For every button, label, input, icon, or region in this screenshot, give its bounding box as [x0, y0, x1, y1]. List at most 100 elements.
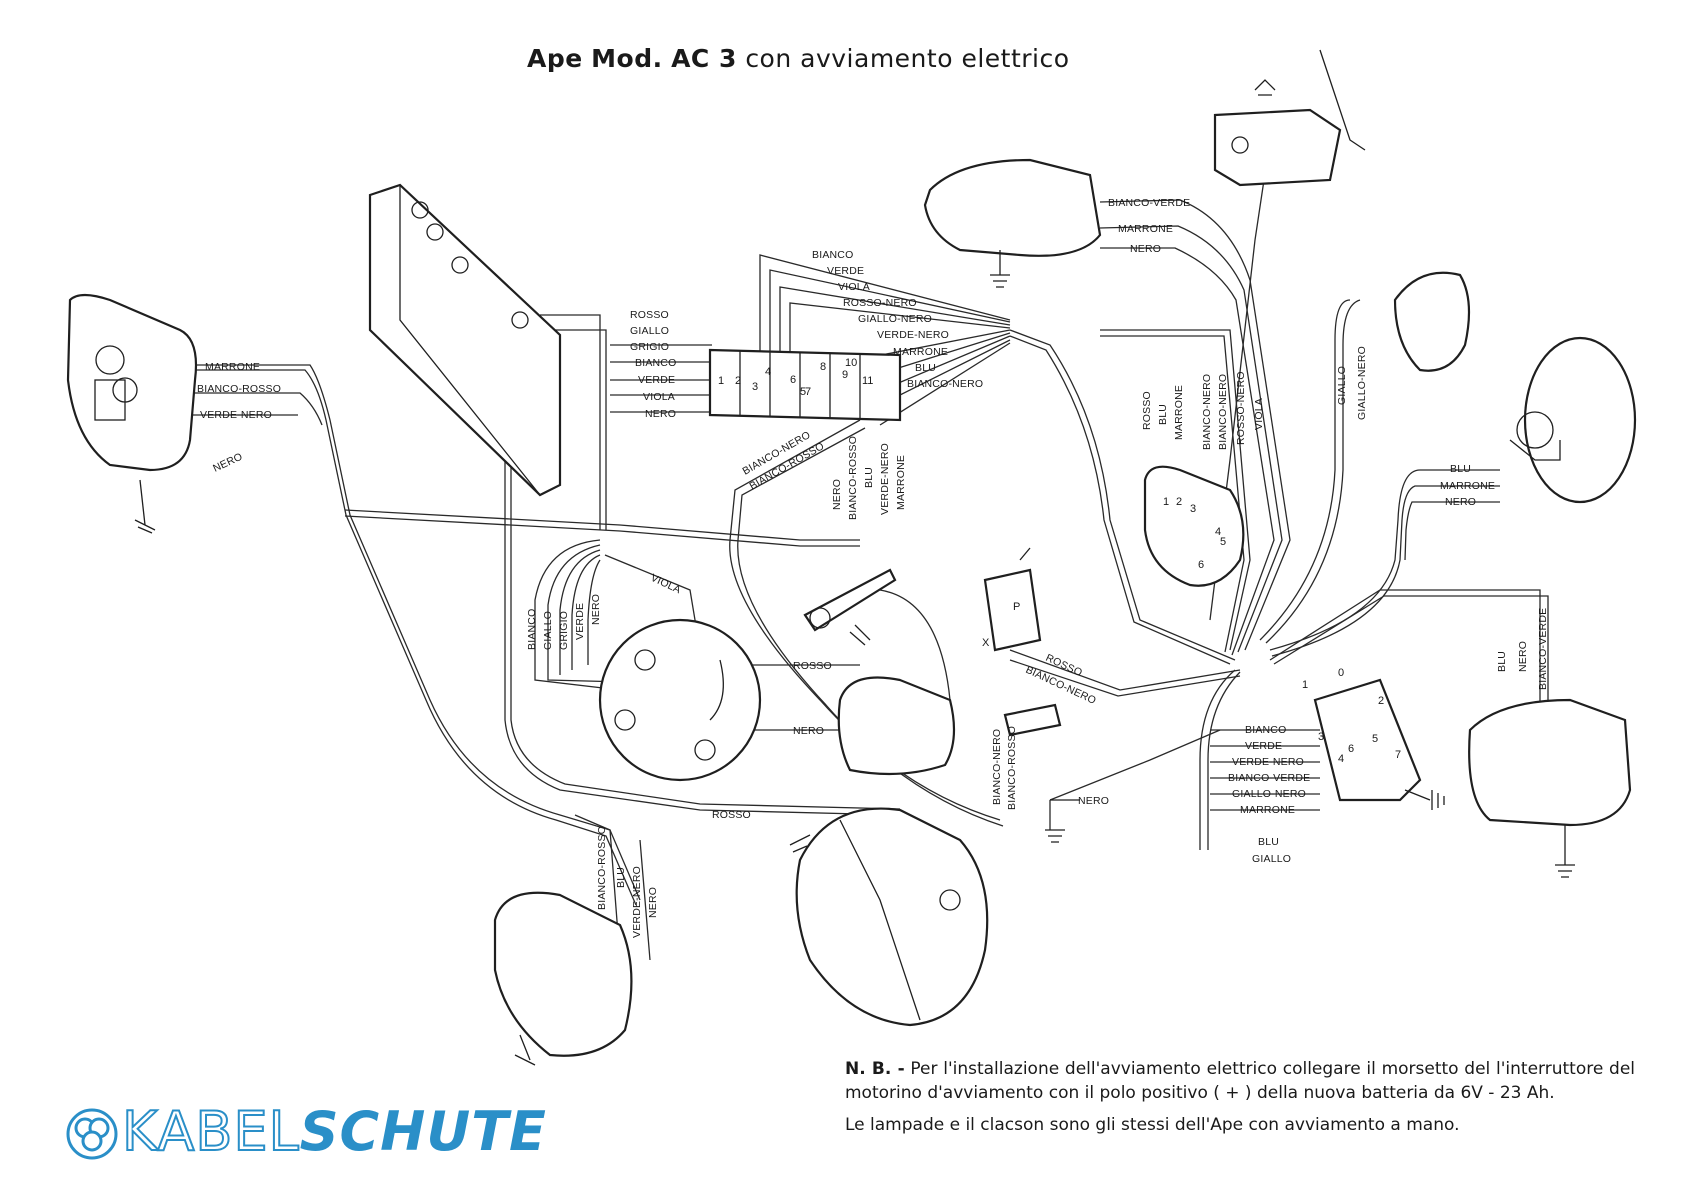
wire-label: BIANCO-ROSSO [596, 826, 608, 910]
battery [368, 183, 562, 497]
labels-ground: NERO [1078, 795, 1109, 807]
wire-label: BIANCO-ROSSO [197, 383, 281, 395]
terminal-number: 4 [765, 366, 771, 378]
labels-headlamp: BLU MARRONE NERO [1440, 463, 1495, 508]
wire-label: MARRONE [205, 361, 260, 373]
note-block: N. B. - Per l'installazione dell'avviame… [845, 1057, 1635, 1137]
wire-label: VERDE [574, 603, 586, 640]
wire-label: VERDE [638, 374, 675, 386]
note-paragraph-1: N. B. - Per l'installazione dell'avviame… [845, 1057, 1635, 1105]
terminal-number: 1 [1163, 496, 1169, 508]
terminal-number: 3 [1190, 503, 1196, 515]
wire-label: BLU [1496, 651, 1508, 672]
wire-label: GRIGIO [630, 341, 669, 353]
wire-label: BLU [1157, 404, 1169, 425]
wire-label: BIANCO-NERO [1201, 374, 1213, 450]
terminal-number: 5 [1220, 536, 1226, 548]
relay-terminal: P [1013, 601, 1020, 613]
terminal-number: 5 [1372, 733, 1378, 745]
labels-coil: ROSSO NERO [793, 660, 832, 737]
labels-junction-nums: 1 2 3 4 5 6 7 8 9 10 11 [718, 357, 873, 398]
labels-battery: ROSSO GIALLO GRIGIO BIANCO VERDE VIOLA N… [630, 309, 676, 420]
terminal-number: 2 [1378, 695, 1384, 707]
wire-label: VIOLA [643, 391, 675, 403]
wire-label: VIOLA [649, 572, 683, 596]
labels-switch-vert: ROSSO BLU MARRONE BIANCO-NERO BIANCO-NER… [1141, 371, 1265, 450]
logo-word-schute: SCHUTE [299, 1100, 547, 1163]
terminal-number: 6 [1348, 743, 1354, 755]
terminal-number: 6 [1198, 559, 1204, 571]
terminal-number: 5 [800, 386, 806, 398]
wire-label: BIANCO-VERDE [1108, 197, 1190, 209]
ground-symbol [1045, 799, 1080, 843]
left-lamp [66, 293, 198, 534]
top-right-lamp [1213, 49, 1366, 187]
logo-icon [66, 1108, 118, 1160]
terminal-number: 1 [1302, 679, 1308, 691]
page-title: Ape Mod. AC 3 con avviamento elettrico [527, 44, 1070, 73]
terminal-number: 9 [842, 369, 848, 381]
wire-label: NERO [590, 594, 602, 625]
labels-key-switch: BIANCO VERDE VERDE-NERO BIANCO-VERDE GIA… [1228, 724, 1310, 865]
title-ape: Ape [527, 44, 583, 73]
relay-terminal: X [982, 637, 990, 649]
relay [983, 547, 1042, 652]
note-text-2: Le lampade e il clacson sono gli stessi … [845, 1115, 1460, 1135]
starter-motor [789, 807, 989, 1027]
wire-label: MARRONE [1240, 804, 1295, 816]
terminal-number: 3 [752, 381, 758, 393]
wire-label: NERO [647, 887, 659, 918]
brand-logo: KABELSCHUTE [66, 1100, 586, 1164]
wire-label: NERO [831, 479, 843, 510]
wire-label: BIANCO-NERO [907, 378, 983, 390]
spark-plug [803, 568, 897, 646]
wire-label: NERO [1078, 795, 1109, 807]
note-nb: N. B. - [845, 1059, 905, 1079]
labels-junction-vert: NERO BIANCO-ROSSO BLU VERDE-NERO MARRONE [831, 436, 907, 520]
terminal-number: 6 [790, 374, 796, 386]
wire-label: BIANCO-ROSSO [1006, 726, 1018, 810]
wire-label: MARRONE [1118, 223, 1173, 235]
horn [923, 158, 1102, 288]
wire-label: BIANCO [526, 609, 538, 650]
terminal-number: 7 [1395, 749, 1401, 761]
wire-label: VIOLA [1253, 398, 1265, 430]
wire-label: ROSSO-NERO [843, 297, 917, 309]
wire-label: BIANCO-VERDE [1228, 772, 1310, 784]
labels-key-nums: 0 1 2 3 4 5 6 7 [1302, 667, 1401, 765]
wire-label: NERO [211, 451, 244, 475]
terminal-number: 1 [718, 375, 724, 387]
wire-label: BIANCO-VERDE [1537, 608, 1549, 690]
harness [150, 139, 1549, 961]
labels-switch-nums: 1 2 3 4 5 6 [1163, 496, 1226, 571]
terminal-number: 11 [862, 375, 873, 387]
labels-rear-left: BIANCO-ROSSO BLU VERDE-NERO NERO [596, 826, 659, 938]
wire-label: GRIGIO [558, 611, 570, 650]
wire-label: MARRONE [895, 455, 907, 510]
wire-label: NERO [1130, 243, 1161, 255]
headlamp [1509, 336, 1637, 504]
ignition-coil [837, 676, 956, 776]
wire-label: GIALLO-NERO [1232, 788, 1306, 800]
wire-label: BLU [615, 867, 627, 888]
terminal-number: 4 [1338, 753, 1344, 765]
labels-horn: BIANCO-VERDE MARRONE NERO [1108, 197, 1190, 255]
wire-label: BIANCO [1245, 724, 1286, 736]
wire-label: NERO [1517, 641, 1529, 672]
wire-label: GIALLO-NERO [858, 313, 932, 325]
key-switch [1313, 678, 1445, 810]
title-model: AC 3 [671, 44, 737, 73]
labels-right-top: GIALLO GIALLO-NERO [1336, 346, 1368, 420]
wire-label: VERDE-NERO [631, 866, 643, 938]
wire-label: GIALLO [630, 325, 669, 337]
wire-label: MARRONE [1173, 385, 1185, 440]
terminal-number: 0 [1338, 667, 1344, 679]
wire-label: GIALLO [1252, 853, 1291, 865]
wire-label: ROSSO [793, 660, 832, 672]
wire-label: BIANCO-ROSSO [847, 436, 859, 520]
terminal-number: 7 [805, 386, 811, 398]
logo-wordmark: KABELSCHUTE [121, 1100, 547, 1163]
wire-label: ROSSO [1141, 391, 1153, 430]
wire-label: ROSSO [630, 309, 669, 321]
